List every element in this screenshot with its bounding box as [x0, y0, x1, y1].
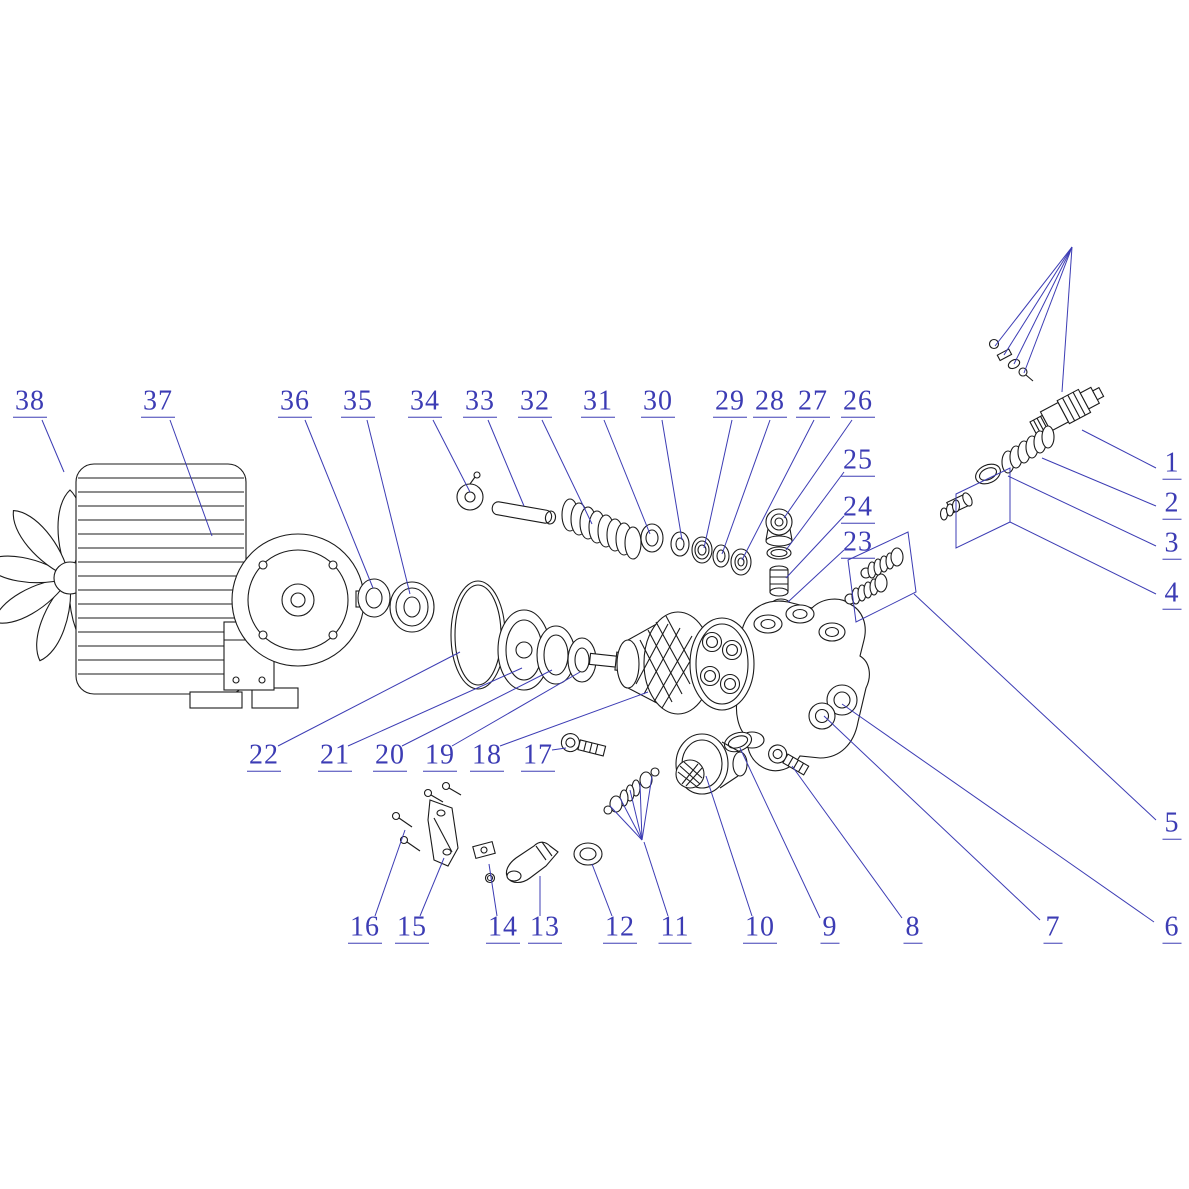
leader-lines — [41, 246, 1157, 923]
leader-line-17 — [551, 747, 567, 751]
leader-line-35 — [366, 419, 411, 595]
valve-group-fan — [609, 805, 643, 841]
leader-line-37 — [169, 419, 213, 537]
bolt-drawing — [560, 733, 607, 757]
leader-line-22 — [277, 651, 461, 747]
leader-line-8 — [791, 765, 903, 919]
outlet-subparts-fan — [1061, 246, 1073, 393]
leader-line-38 — [41, 419, 65, 473]
bracket-drawing — [427, 799, 459, 867]
large-oring-drawing — [450, 580, 506, 690]
valve-group-fan — [629, 789, 643, 841]
shaft-seal-drawing — [357, 578, 391, 618]
leader-line-20 — [401, 669, 553, 747]
leader-line-25 — [785, 471, 845, 551]
leader-line-36 — [304, 419, 374, 589]
leader-line-2 — [1041, 457, 1157, 507]
leader-line-10 — [705, 775, 753, 917]
leader-line-31 — [603, 419, 651, 535]
leader-line-6 — [841, 703, 1155, 923]
leader-line-34 — [432, 419, 471, 493]
leader-line-18 — [499, 691, 649, 747]
outlet-subparts-fan — [1003, 246, 1073, 356]
leader-line-24 — [785, 515, 845, 579]
leader-line-16 — [374, 829, 406, 917]
motor-drawing — [75, 463, 371, 709]
outlet-subparts-fan — [1013, 246, 1073, 365]
bolt-drawing — [768, 744, 810, 776]
pin-retainer-drawing — [456, 471, 484, 511]
leader-line-14 — [488, 863, 498, 917]
flange-washer-drawing — [573, 842, 603, 866]
inlet-fitting-drawing — [675, 733, 748, 795]
check-valve-drawing — [844, 547, 904, 605]
clamp-nut-drawing — [484, 872, 496, 884]
leader-line-15 — [419, 857, 445, 917]
inlet-oring-drawing — [723, 731, 753, 753]
valve-group-fan — [641, 775, 653, 841]
valve-group-fan — [639, 782, 643, 841]
leader-line-3 — [1007, 475, 1157, 547]
seat-group-box — [955, 467, 1011, 549]
leader-line-26 — [783, 419, 853, 519]
leader-line-21 — [347, 667, 523, 747]
leader-line-29 — [703, 419, 733, 549]
wobble-plate-group-drawing — [497, 609, 628, 691]
valve-kit-drawing — [603, 767, 660, 815]
elbow-fitting-drawing — [505, 841, 559, 884]
bearing-drawing — [389, 581, 435, 633]
leader-line-32 — [541, 419, 593, 525]
leader-line-27 — [741, 419, 815, 561]
check-valve-box — [847, 531, 917, 623]
clamp-plate-drawing — [472, 840, 496, 860]
unloader-parts-drawing — [765, 508, 793, 610]
valve-group-fan — [619, 797, 643, 841]
leader-line-30 — [661, 419, 683, 541]
washer-seal-row-drawing — [640, 523, 752, 576]
spring-drawing — [561, 498, 642, 560]
leader-line-1 — [1081, 429, 1157, 469]
outlet-fitting-drawing — [939, 338, 1105, 521]
piston-pin-drawing — [491, 501, 557, 525]
leader-line-5 — [913, 593, 1157, 821]
leader-line-23 — [787, 549, 845, 603]
leader-line-4 — [1009, 521, 1157, 595]
leader-line-9 — [739, 747, 821, 919]
outlet-subparts-fan — [1023, 246, 1073, 374]
leader-line-12 — [591, 863, 613, 917]
leader-line-28 — [721, 419, 771, 555]
leader-line-11 — [643, 841, 669, 917]
leader-line-33 — [487, 419, 525, 507]
leader-line-7 — [823, 715, 1041, 921]
leader-line-19 — [451, 671, 581, 747]
outlet-subparts-fan — [994, 246, 1073, 347]
